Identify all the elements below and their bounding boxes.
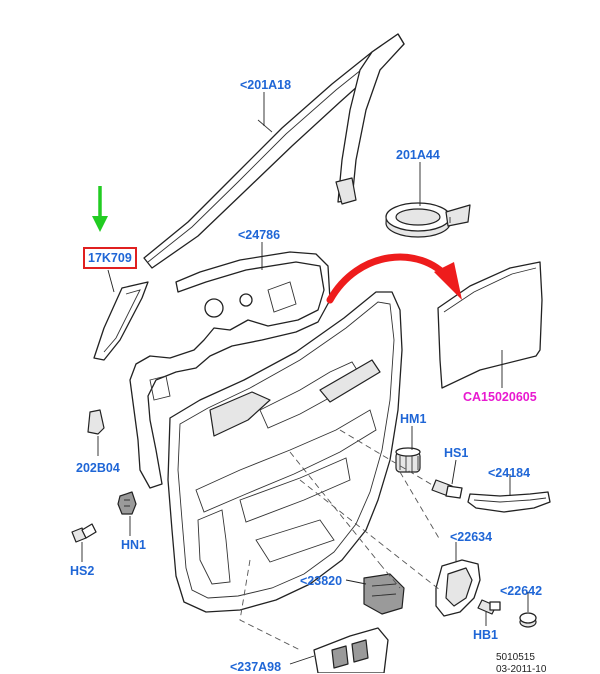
- inner-handle-22634: [435, 559, 481, 617]
- label-HM1: HM1: [400, 412, 427, 426]
- leader-lines: [81, 92, 529, 665]
- label-22634: <22634: [450, 530, 493, 544]
- tape-roll-201A44: [385, 202, 471, 238]
- fastener-HM1: [395, 447, 421, 473]
- assembly-lines: [239, 429, 441, 651]
- label-24184: <24184: [488, 466, 531, 480]
- reference-date: 03-2011-10: [496, 664, 547, 673]
- label-23820: <23820: [300, 574, 343, 588]
- label-HS1: HS1: [444, 446, 469, 460]
- door-trim-panel: [167, 291, 403, 613]
- label-201A44: 201A44: [396, 148, 440, 162]
- label-CA15020605: CA15020605: [463, 390, 537, 404]
- red-arrow-icon: [326, 253, 462, 304]
- label-237A98: <237A98: [230, 660, 282, 674]
- label-22642: <22642: [500, 584, 543, 598]
- label-HS2: HS2: [70, 564, 95, 578]
- label-17K709: 17K709: [83, 247, 137, 269]
- screw-HS1: [431, 479, 463, 499]
- label-24786: <24786: [238, 228, 281, 242]
- window-switch-panel-237A98: [313, 627, 389, 673]
- clip-202B04: [87, 409, 105, 435]
- screw-HS2: [71, 523, 97, 543]
- reference-number: 5010515: [496, 652, 535, 663]
- handle-bezel-24184: [467, 491, 551, 513]
- label-202B04: 202B04: [76, 461, 120, 475]
- green-arrow-icon: [92, 186, 108, 232]
- nut-clip-HN1: [117, 491, 137, 515]
- label-HB1: HB1: [473, 628, 499, 642]
- bolt-HB1: [477, 599, 501, 615]
- mirror-trim-17K709: [93, 281, 149, 361]
- cap-22642: [519, 612, 537, 628]
- label-201A18: <201A18: [240, 78, 292, 92]
- switch-23820: [363, 573, 405, 615]
- door-frame-moulding-201A18: [143, 33, 405, 269]
- vapor-barrier-CA15020605: [437, 261, 543, 389]
- label-HN1: HN1: [121, 538, 147, 552]
